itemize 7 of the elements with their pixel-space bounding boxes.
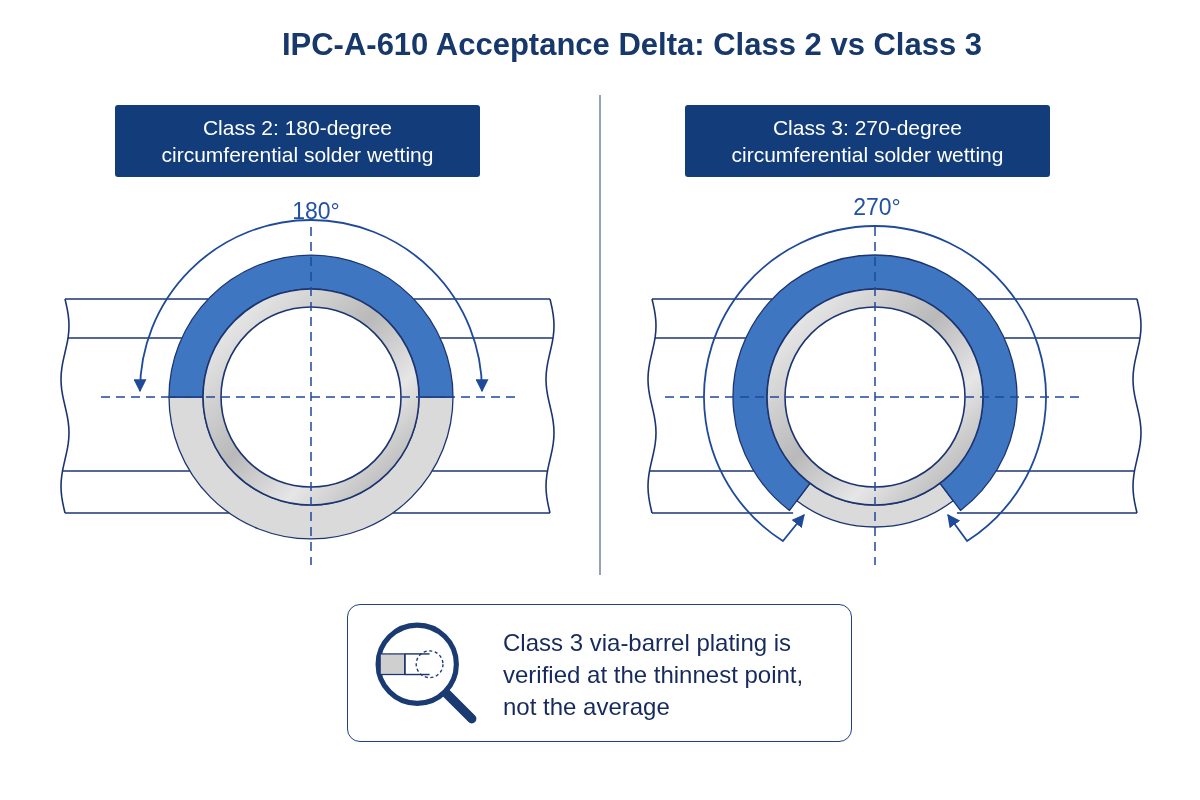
note-box <box>347 604 852 742</box>
angle-label: 270° <box>852 194 902 221</box>
diagram-title: IPC-A-610 Acceptance Delta: Class 2 vs Class 3 <box>280 27 984 63</box>
header-banner: Class 2: 180-degree circumferential solder wetting <box>115 105 480 177</box>
angle-label: 180° <box>291 198 341 225</box>
note-text: Class 3 via-barrel plating is verified at the thinnest point, not the average <box>503 628 805 722</box>
header-banner: Class 3: 270-degree circumferential solder wetting <box>685 105 1050 177</box>
